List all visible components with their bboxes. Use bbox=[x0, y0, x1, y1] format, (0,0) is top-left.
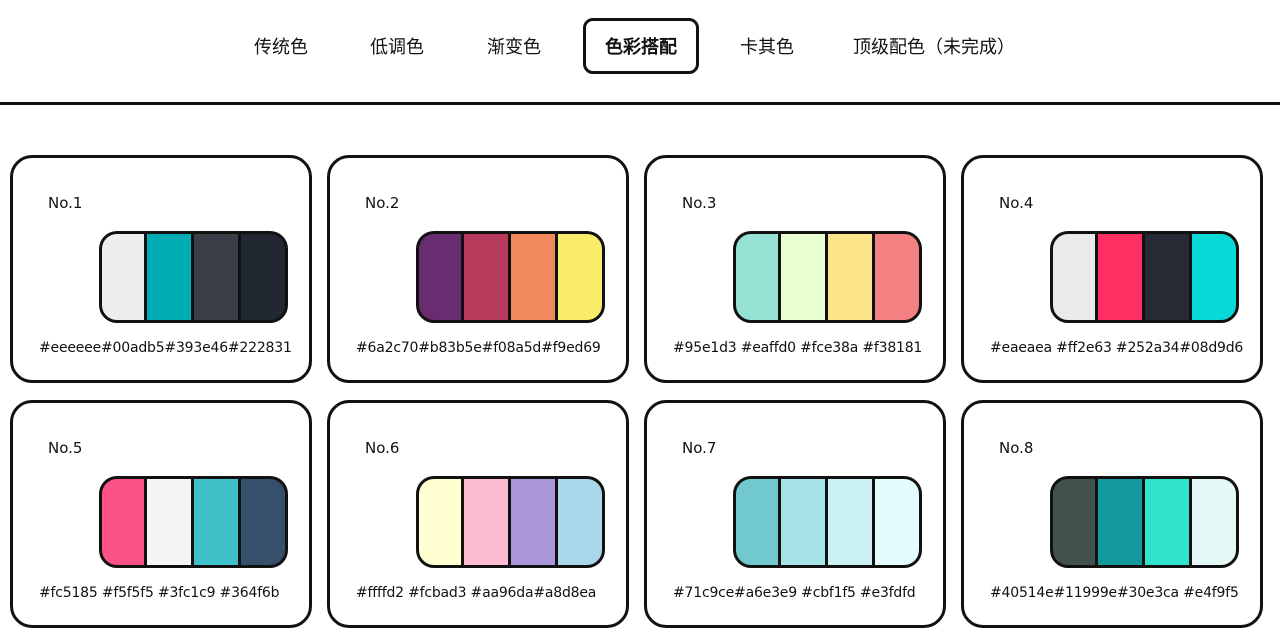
tab-color-matching[interactable]: 色彩搭配 bbox=[583, 18, 699, 74]
color-swatch[interactable] bbox=[507, 231, 558, 323]
tab-muted-colors[interactable]: 低调色 bbox=[370, 37, 424, 58]
color-swatch[interactable] bbox=[1050, 476, 1098, 568]
palette-card[interactable]: No.3 #95e1d3 #eaffd0 #fce38a #f38181 bbox=[644, 155, 946, 383]
palette-card[interactable]: No.6 #ffffd2 #fcbad3 #aa96da#a8d8ea bbox=[327, 400, 629, 628]
palette-number: No.4 bbox=[999, 194, 1034, 212]
palette-number: No.1 bbox=[48, 194, 83, 212]
palette-card[interactable]: No.1 #eeeeee#00adb5#393e46#222831 bbox=[10, 155, 312, 383]
color-swatch[interactable] bbox=[190, 476, 241, 568]
tab-gradient-colors[interactable]: 渐变色 bbox=[487, 37, 541, 58]
color-swatch[interactable] bbox=[1141, 231, 1192, 323]
palette-card[interactable]: No.7 #71c9ce#a6e3e9 #cbf1f5 #e3fdfd bbox=[644, 400, 946, 628]
color-swatch[interactable] bbox=[460, 231, 511, 323]
swatch-row bbox=[1050, 476, 1239, 568]
hex-codes: #eeeeee#00adb5#393e46#222831 bbox=[39, 340, 292, 356]
tab-traditional-colors[interactable]: 传统色 bbox=[254, 37, 308, 58]
palette-number: No.5 bbox=[48, 439, 83, 457]
color-swatch[interactable] bbox=[1141, 476, 1192, 568]
swatch-row bbox=[99, 231, 288, 323]
swatch-row bbox=[733, 231, 922, 323]
palette-card[interactable]: No.8 #40514e#11999e#30e3ca #e4f9f5 bbox=[961, 400, 1263, 628]
swatch-row bbox=[416, 231, 605, 323]
color-swatch[interactable] bbox=[237, 476, 288, 568]
color-swatch[interactable] bbox=[416, 476, 464, 568]
hex-codes: #fc5185 #f5f5f5 #3fc1c9 #364f6b bbox=[39, 585, 280, 601]
swatch-row bbox=[1050, 231, 1239, 323]
color-swatch[interactable] bbox=[1188, 231, 1239, 323]
color-swatch[interactable] bbox=[416, 231, 464, 323]
color-swatch[interactable] bbox=[733, 231, 781, 323]
hex-codes: #40514e#11999e#30e3ca #e4f9f5 bbox=[990, 585, 1239, 601]
color-swatch[interactable] bbox=[507, 476, 558, 568]
hex-codes: #6a2c70#b83b5e#f08a5d#f9ed69 bbox=[356, 340, 601, 356]
color-swatch[interactable] bbox=[554, 231, 605, 323]
palette-number: No.7 bbox=[682, 439, 717, 457]
tab-top-color-schemes[interactable]: 顶级配色（未完成） bbox=[853, 37, 1015, 58]
top-nav: 传统色 低调色 渐变色 色彩搭配 卡其色 顶级配色（未完成） bbox=[0, 0, 1280, 105]
swatch-row bbox=[99, 476, 288, 568]
palette-number: No.3 bbox=[682, 194, 717, 212]
tab-khaki-colors[interactable]: 卡其色 bbox=[740, 37, 794, 58]
color-swatch[interactable] bbox=[1094, 231, 1145, 323]
color-swatch[interactable] bbox=[733, 476, 781, 568]
palette-number: No.2 bbox=[365, 194, 400, 212]
color-swatch[interactable] bbox=[460, 476, 511, 568]
color-swatch[interactable] bbox=[143, 476, 194, 568]
color-swatch[interactable] bbox=[190, 231, 241, 323]
palette-card[interactable]: No.2 #6a2c70#b83b5e#f08a5d#f9ed69 bbox=[327, 155, 629, 383]
color-swatch[interactable] bbox=[824, 476, 875, 568]
swatch-row bbox=[733, 476, 922, 568]
color-swatch[interactable] bbox=[554, 476, 605, 568]
color-swatch[interactable] bbox=[871, 476, 922, 568]
color-swatch[interactable] bbox=[871, 231, 922, 323]
swatch-row bbox=[416, 476, 605, 568]
palette-card[interactable]: No.5 #fc5185 #f5f5f5 #3fc1c9 #364f6b bbox=[10, 400, 312, 628]
hex-codes: #95e1d3 #eaffd0 #fce38a #f38181 bbox=[673, 340, 923, 356]
palette-number: No.8 bbox=[999, 439, 1034, 457]
color-swatch[interactable] bbox=[777, 231, 828, 323]
color-swatch[interactable] bbox=[824, 231, 875, 323]
hex-codes: #71c9ce#a6e3e9 #cbf1f5 #e3fdfd bbox=[673, 585, 916, 601]
palette-card[interactable]: No.4 #eaeaea #ff2e63 #252a34#08d9d6 bbox=[961, 155, 1263, 383]
palette-number: No.6 bbox=[365, 439, 400, 457]
hex-codes: #ffffd2 #fcbad3 #aa96da#a8d8ea bbox=[356, 585, 597, 601]
color-swatch[interactable] bbox=[1094, 476, 1145, 568]
color-swatch[interactable] bbox=[1050, 231, 1098, 323]
color-swatch[interactable] bbox=[99, 476, 147, 568]
color-swatch[interactable] bbox=[777, 476, 828, 568]
color-swatch[interactable] bbox=[237, 231, 288, 323]
hex-codes: #eaeaea #ff2e63 #252a34#08d9d6 bbox=[990, 340, 1244, 356]
color-swatch[interactable] bbox=[1188, 476, 1239, 568]
color-swatch[interactable] bbox=[99, 231, 147, 323]
color-swatch[interactable] bbox=[143, 231, 194, 323]
